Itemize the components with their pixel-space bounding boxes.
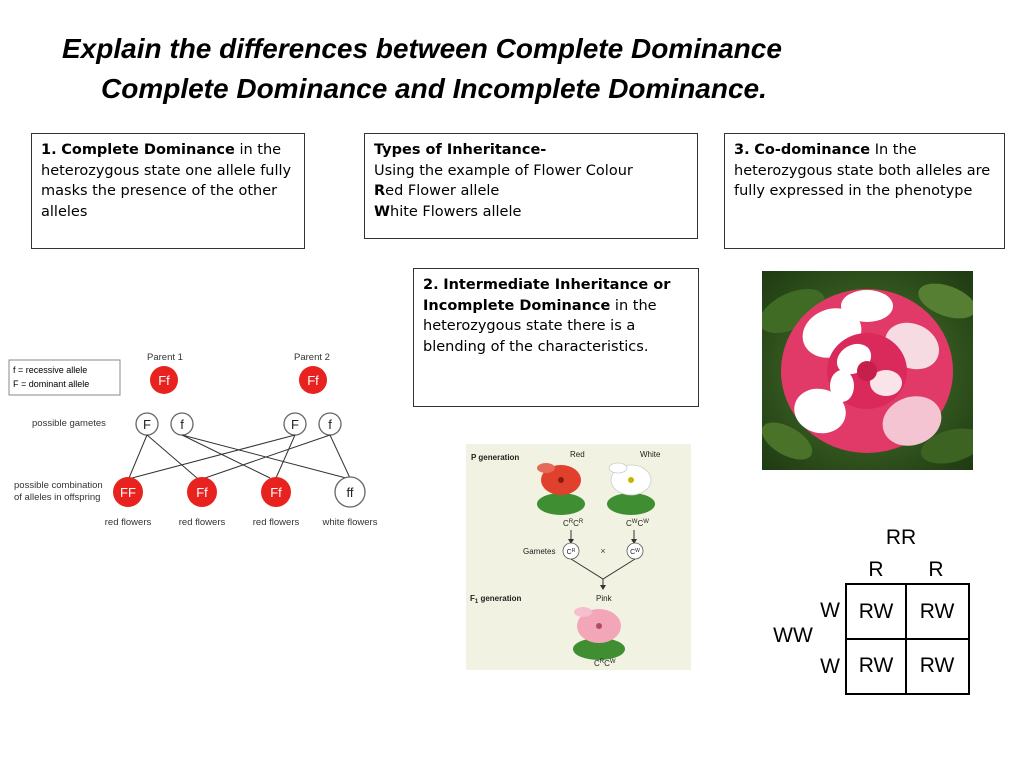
svg-text:CR: CR bbox=[567, 548, 576, 556]
gamete-1-label: F bbox=[143, 417, 151, 432]
white-initial: W bbox=[374, 203, 390, 220]
parent2-label: Parent 2 bbox=[294, 352, 330, 363]
punnett-cell-1-2: RW bbox=[920, 600, 955, 623]
co-dominance-flower-photo bbox=[762, 271, 973, 470]
offspring-1-phenotype: red flowers bbox=[105, 517, 152, 528]
gamete-connection-lines bbox=[128, 434, 351, 479]
gamete-2: f bbox=[170, 412, 194, 436]
offspring-label-line1: possible combination bbox=[14, 480, 103, 491]
gametes-label: Gametes bbox=[523, 547, 555, 556]
complete-dominance-box: 1. Complete Dominance in the heterozygou… bbox=[31, 133, 305, 249]
parent1-circle bbox=[150, 366, 178, 394]
gamete-3-label: F bbox=[291, 417, 299, 432]
punnett-square: RR R R WW W W RW RW RW RW bbox=[773, 526, 970, 695]
co-dominance-text: In the heterozygous state both alleles a… bbox=[734, 142, 991, 199]
punnett-column-label-1: R bbox=[868, 558, 883, 581]
punnett-top-label: RR bbox=[886, 526, 916, 549]
types-white-line: White Flowers allele bbox=[374, 202, 688, 223]
complete-dominance-heading: Complete Dominance bbox=[61, 142, 235, 158]
gamete-3: F bbox=[283, 412, 307, 436]
complete-dominance-text: in the heterozygous state one allele ful… bbox=[41, 142, 292, 220]
white-genotype-label: CWCW bbox=[626, 519, 649, 528]
parent2-circle bbox=[299, 366, 327, 394]
intermediate-number: 2. bbox=[423, 277, 439, 293]
gamete-2-label: f bbox=[180, 417, 184, 432]
offspring-4-phenotype: white flowers bbox=[322, 517, 378, 528]
punnett-side-label: WW bbox=[773, 624, 813, 647]
offspring-3: Ff bbox=[261, 477, 291, 507]
red-genotype-label: CRCR bbox=[563, 519, 584, 528]
parent2-genotype: Ff bbox=[307, 373, 319, 388]
offspring-3-genotype: Ff bbox=[270, 485, 282, 500]
offspring-2-genotype: Ff bbox=[196, 485, 208, 500]
parent1-label: Parent 1 bbox=[147, 352, 183, 363]
page-title-line1: Explain the differences between Complete… bbox=[62, 33, 782, 64]
red-initial: R bbox=[374, 183, 386, 199]
white-label: White bbox=[640, 450, 661, 459]
pink-flower-illustration bbox=[573, 607, 625, 660]
white-rest: hite Flowers allele bbox=[390, 203, 522, 220]
co-dominance-box: 3. Co-dominance In the heterozygous stat… bbox=[724, 133, 1005, 249]
offspring-1: FF bbox=[113, 477, 143, 507]
p-generation-label: P generation bbox=[471, 453, 519, 462]
offspring-4-genotype: ff bbox=[347, 485, 354, 500]
offspring-4: ff bbox=[334, 476, 366, 508]
gamete-4-label: f bbox=[328, 417, 332, 432]
complete-dominance-number: 1. bbox=[41, 142, 57, 158]
svg-text:CW: CW bbox=[630, 548, 640, 556]
offspring-1-genotype: FF bbox=[120, 485, 136, 500]
offspring-2-phenotype: red flowers bbox=[179, 517, 226, 528]
offspring-3-phenotype: red flowers bbox=[253, 517, 300, 528]
complete-dominance-cross-diagram: f = recessive allele F = dominant allele… bbox=[8, 352, 378, 528]
types-heading: Types of Inheritance- bbox=[374, 142, 547, 158]
cross-symbol: × bbox=[600, 546, 605, 556]
red-label: Red bbox=[570, 450, 585, 459]
intermediate-text: in the heterozygous state there is a ble… bbox=[423, 297, 657, 355]
pink-label: Pink bbox=[596, 594, 613, 603]
incomplete-dominance-diagram: P generation Red White CRCR CWCW Gametes… bbox=[466, 444, 691, 670]
red-rest: ed Flower allele bbox=[385, 183, 500, 199]
offspring-label-line2: of alleles in offspring bbox=[14, 492, 100, 503]
parent1-genotype: Ff bbox=[158, 373, 170, 388]
allele-legend: f = recessive allele F = dominant allele bbox=[8, 359, 121, 396]
intermediate-heading: Intermediate Inheritance or Incomplete D… bbox=[423, 277, 671, 314]
punnett-cell-1-1: RW bbox=[859, 600, 894, 623]
pink-genotype-label: CRCW bbox=[594, 659, 616, 668]
types-of-inheritance-box: Types of Inheritance- Using the example … bbox=[364, 133, 698, 239]
gamete-4: f bbox=[318, 412, 342, 436]
white-flower-illustration bbox=[607, 462, 655, 515]
legend-dominant: F = dominant allele bbox=[13, 379, 89, 389]
page-title-line2: Complete Dominance and Incomplete Domina… bbox=[101, 73, 767, 104]
offspring-2: Ff bbox=[187, 477, 217, 507]
punnett-row-label-2: W bbox=[820, 655, 840, 678]
red-flower-illustration bbox=[537, 463, 585, 515]
f1-generation-label: F1 generation bbox=[470, 594, 521, 605]
gametes-label: possible gametes bbox=[32, 418, 106, 429]
co-dominance-heading: Co-dominance bbox=[754, 142, 871, 158]
punnett-cell-2-2: RW bbox=[920, 654, 955, 677]
co-dominance-number: 3. bbox=[734, 142, 750, 158]
camellia-bloom bbox=[781, 289, 953, 453]
gamete-1: F bbox=[135, 412, 159, 436]
punnett-row-label-1: W bbox=[820, 599, 840, 622]
legend-recessive: f = recessive allele bbox=[13, 365, 87, 375]
punnett-column-label-2: R bbox=[928, 558, 943, 581]
types-red-line: Red Flower allele bbox=[374, 181, 688, 202]
punnett-cell-2-1: RW bbox=[859, 654, 894, 677]
intermediate-inheritance-box: 2. Intermediate Inheritance or Incomplet… bbox=[413, 268, 699, 407]
types-line1: Using the example of Flower Colour bbox=[374, 162, 633, 179]
